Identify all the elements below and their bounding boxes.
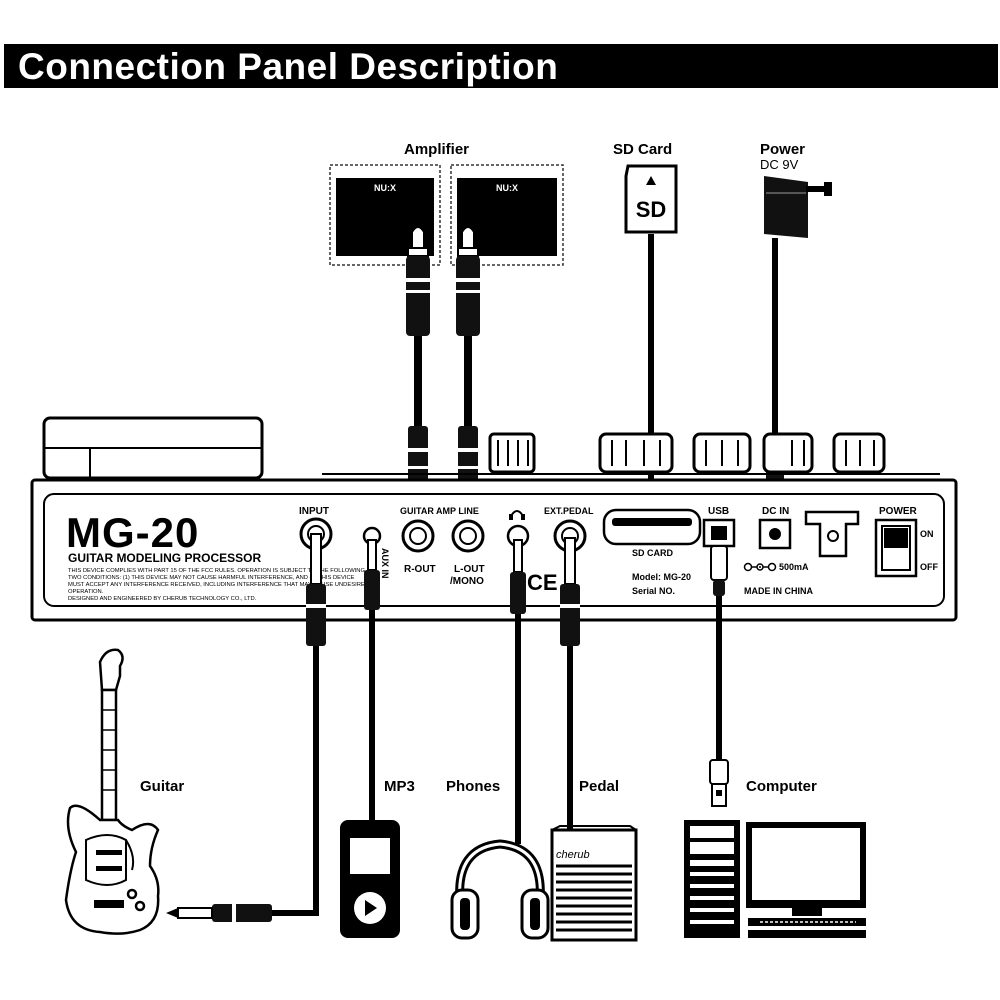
sd-card-text: SD — [636, 197, 667, 222]
knob-icon-5 — [832, 432, 886, 474]
fcc-notice: THIS DEVICE COMPLIES WITH PART 15 OF THE… — [68, 568, 369, 602]
model-logo: MG-20 — [66, 509, 199, 556]
knob-icon-2 — [598, 432, 674, 474]
dc-polarity-icon — [743, 562, 777, 572]
power-voltage-label: DC 9V — [760, 157, 799, 172]
computer-label: Computer — [746, 778, 817, 795]
guitar-icon — [64, 648, 160, 935]
current-rating: 500mA — [779, 562, 809, 572]
power-cable — [772, 238, 778, 458]
fcc-line-5: DESIGNED AND ENGINEERED BY CHERUB TECHNO… — [68, 596, 257, 602]
sd-card-label: SD Card — [613, 141, 673, 158]
amp-left-brand: NU:X — [374, 183, 396, 193]
knob-icon-4 — [762, 432, 814, 474]
sd-card-slot — [602, 508, 702, 546]
amplifier-cable-right — [456, 226, 480, 521]
power-off-label: OFF — [920, 562, 938, 572]
knob-icon-1 — [488, 432, 536, 474]
usb-cable — [709, 545, 729, 807]
amplifier-cable-left — [406, 226, 430, 521]
mp3-player-icon — [340, 820, 400, 938]
power-switch-label: POWER — [879, 506, 918, 517]
amp-right-brand: NU:X — [496, 183, 518, 193]
fcc-line-3: MUST ACCEPT ANY INTERFERENCE RECEIVED, I… — [68, 582, 369, 588]
fcc-line-4: OPERATION. — [68, 589, 104, 595]
amplifier-label: Amplifier — [404, 141, 470, 158]
phones-label: Phones — [446, 778, 501, 795]
headphones-icon — [450, 839, 550, 940]
mp3-cable — [364, 539, 380, 820]
dc-in-label: DC IN — [762, 506, 789, 517]
serial-number-text: Serial NO. — [632, 586, 675, 596]
sd-card-slot-label: SD CARD — [632, 548, 674, 558]
power-on-label: ON — [920, 529, 934, 539]
guitar-label: Guitar — [140, 778, 185, 795]
sd-card-insert-line — [648, 234, 654, 524]
pedal-cable — [560, 537, 580, 830]
page-title: Connection Panel Description — [18, 46, 559, 87]
expression-pedal-icon: cherub — [550, 825, 638, 942]
input-jack-label: INPUT — [299, 506, 329, 517]
sd-card-icon: SD — [624, 164, 678, 234]
computer-tower-icon — [684, 820, 740, 938]
fcc-line-2: TWO CONDITIONS: (1) THIS DEVICE MAY NOT … — [68, 575, 355, 581]
guitar-amp-line-label: GUITAR AMP LINE — [400, 506, 479, 516]
usb-label: USB — [708, 506, 729, 517]
mp3-label: MP3 — [384, 778, 415, 795]
ext-pedal-label: EXT.PEDAL — [544, 506, 594, 516]
guitar-cable — [166, 533, 326, 922]
ce-mark-icon: CE — [527, 570, 558, 595]
l-out-label: L-OUT — [454, 564, 485, 575]
pedal-label: Pedal — [579, 778, 620, 795]
made-in-china-text: MADE IN CHINA — [744, 586, 813, 596]
title-banner — [4, 44, 998, 88]
r-out-label: R-OUT — [404, 564, 436, 575]
power-label: Power — [760, 141, 806, 158]
model-subtitle: GUITAR MODELING PROCESSOR — [68, 551, 261, 565]
mono-label: /MONO — [450, 576, 484, 587]
phones-cable — [510, 539, 526, 844]
pedal-brand: cherub — [556, 849, 590, 861]
fcc-line-1: THIS DEVICE COMPLIES WITH PART 15 OF THE… — [68, 568, 365, 574]
computer-monitor-icon — [746, 822, 866, 938]
knob-icon-3 — [692, 432, 752, 474]
mounting-bracket-icon — [804, 510, 860, 558]
aux-in-label: AUX IN — [380, 548, 390, 579]
headphone-icon — [509, 510, 525, 520]
model-number-text: Model: MG-20 — [632, 572, 691, 582]
power-adapter-icon — [764, 176, 832, 238]
footswitch-pedal-icon — [42, 416, 264, 480]
